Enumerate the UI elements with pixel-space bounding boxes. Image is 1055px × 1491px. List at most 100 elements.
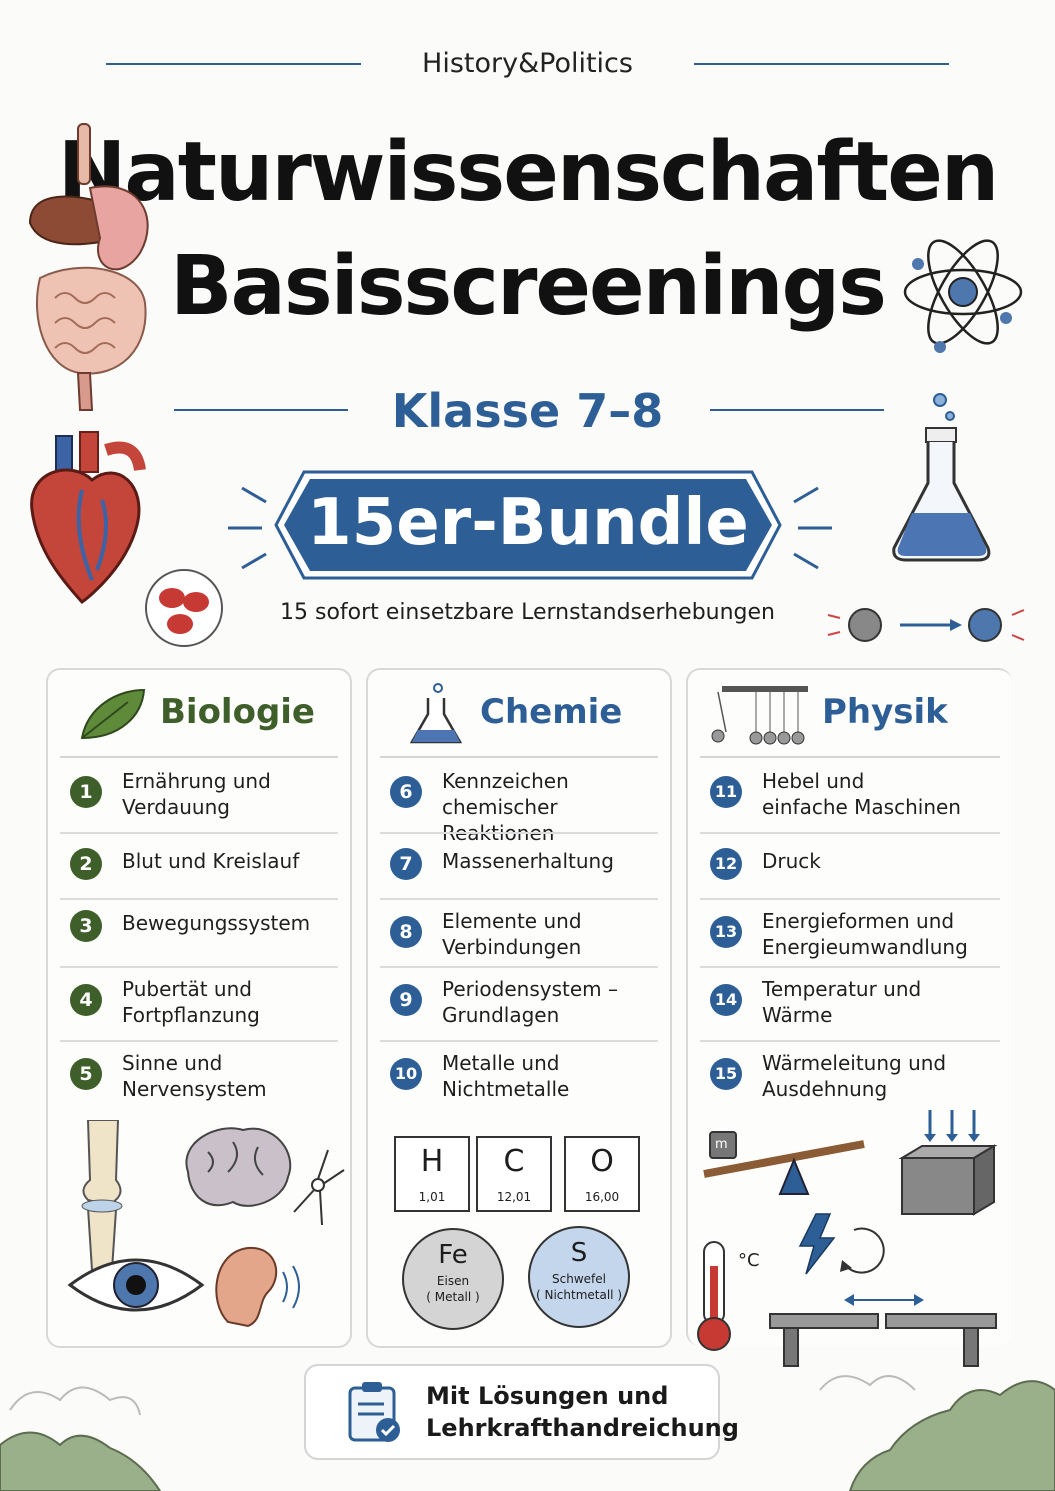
- header-rule-right: [694, 63, 949, 65]
- topic-divider: [60, 966, 338, 968]
- topic-divider: [60, 898, 338, 900]
- topic-label: Massenerhaltung: [442, 848, 614, 874]
- title-line-2: Basisscreenings: [169, 239, 887, 334]
- flask-icon: [892, 393, 991, 562]
- topic-label-line-2: chemischer Reaktionen: [442, 795, 558, 845]
- topic-item: 3 Bewegungssystem: [60, 908, 338, 968]
- topic-divider: [60, 832, 338, 834]
- topic-label-line-1: Massenerhaltung: [442, 849, 614, 873]
- blood-cells-icon: [145, 569, 223, 647]
- topic-label-line-1: Elemente und: [442, 909, 582, 933]
- sulfur-type: ( Nichtmetall ): [535, 1288, 622, 1302]
- ear-icon: [215, 1246, 300, 1328]
- topic-number-badge: 9: [390, 984, 422, 1016]
- topic-number-badge: 14: [710, 984, 742, 1016]
- topic-divider: [380, 1040, 658, 1042]
- topic-item: 9 Periodensystem –Grundlagen: [380, 976, 658, 1042]
- expansion-bridge-icon: [769, 1294, 997, 1367]
- title-line-1: Naturwissenschaften: [57, 125, 999, 220]
- topic-divider: [380, 966, 658, 968]
- iron-name: Eisen: [436, 1274, 470, 1288]
- topic-number-badge: 3: [70, 910, 102, 942]
- grade-label: Klasse 7–8: [391, 384, 664, 438]
- biologie-title-rule: [60, 756, 338, 758]
- topic-label-line-2: Verbindungen: [442, 935, 582, 959]
- topic-number-badge: 6: [390, 776, 422, 808]
- topic-number-badge: 12: [710, 848, 742, 880]
- topic-label-line-1: Druck: [762, 849, 821, 873]
- topic-label: Bewegungssystem: [122, 910, 310, 936]
- cloud-bush-right: [819, 1375, 1055, 1491]
- chemie-flask-icon: [409, 683, 463, 744]
- topic-label-line-2: Wärme: [762, 1003, 833, 1027]
- topic-label-line-1: Periodensystem –: [442, 977, 619, 1001]
- element-mass: 16,00: [584, 1190, 620, 1204]
- topic-label-line-2: Grundlagen: [442, 1003, 560, 1027]
- element-symbol: C: [503, 1144, 525, 1179]
- topic-label: Blut und Kreislauf: [122, 848, 299, 874]
- sulfur-symbol: S: [570, 1238, 588, 1268]
- topic-number-badge: 4: [70, 984, 102, 1016]
- energy-conversion-icon: [798, 1213, 885, 1275]
- brain-icon: [185, 1127, 292, 1207]
- topic-label-line-1: Sinne und: [122, 1051, 223, 1075]
- topic-divider: [380, 898, 658, 900]
- grade-rule-left: [174, 409, 348, 411]
- sulfur-sample: S Schwefel ( Nichtmetall ): [528, 1226, 630, 1328]
- knee-joint-icon: [81, 1120, 123, 1270]
- biologie-title: Biologie: [160, 692, 315, 732]
- element-mass: 12,01: [496, 1190, 532, 1204]
- temperature-unit: °C: [738, 1250, 760, 1271]
- physik-title-rule: [700, 756, 1000, 758]
- burst-lines-right: [793, 486, 832, 570]
- topic-label-line-1: Metalle und: [442, 1051, 560, 1075]
- topic-label-line-1: Ernährung und: [122, 769, 271, 793]
- topic-number-badge: 11: [710, 776, 742, 808]
- atom-icon: [903, 239, 1023, 353]
- leaf-icon: [80, 688, 146, 740]
- iron-type: ( Metall ): [426, 1290, 480, 1304]
- topic-number-badge: 8: [390, 916, 422, 948]
- topic-divider: [60, 1040, 338, 1042]
- topic-number-badge: 15: [710, 1058, 742, 1090]
- pressure-block-icon: [898, 1110, 998, 1216]
- footer-text: Mit Lösungen und Lehrkrafthandreichung: [426, 1380, 739, 1444]
- topic-number-badge: 7: [390, 848, 422, 880]
- topic-label-line-1: Wärmeleitung und: [762, 1051, 947, 1075]
- topic-divider: [380, 832, 658, 834]
- topic-label-line-2: Energieumwandlung: [762, 935, 968, 959]
- brand-name: History&Politics: [422, 48, 633, 79]
- topic-label: Periodensystem –Grundlagen: [442, 976, 618, 1028]
- topic-label-line-1: Hebel und: [762, 769, 865, 793]
- heart-icon: [30, 431, 146, 604]
- topic-label-line-2: Nervensystem: [122, 1077, 267, 1101]
- topic-label-line-1: Blut und Kreislauf: [122, 849, 300, 873]
- topic-label-line-1: Bewegungssystem: [122, 911, 311, 935]
- eye-icon: [67, 1258, 205, 1312]
- topic-divider: [700, 832, 1000, 834]
- topic-label-line-2: Nichtmetalle: [442, 1077, 570, 1101]
- element-symbol: O: [590, 1144, 614, 1179]
- burst-lines-left: [228, 486, 267, 570]
- topic-label-line-1: Energieformen und: [762, 909, 955, 933]
- footer-box: Mit Lösungen und Lehrkrafthandreichung: [304, 1364, 739, 1460]
- lever-icon: [703, 1131, 865, 1195]
- topic-label-line-2: Fortpflanzung: [122, 1003, 260, 1027]
- topic-number-badge: 1: [70, 776, 102, 808]
- topic-label-line-2: Ausdehnung: [762, 1077, 888, 1101]
